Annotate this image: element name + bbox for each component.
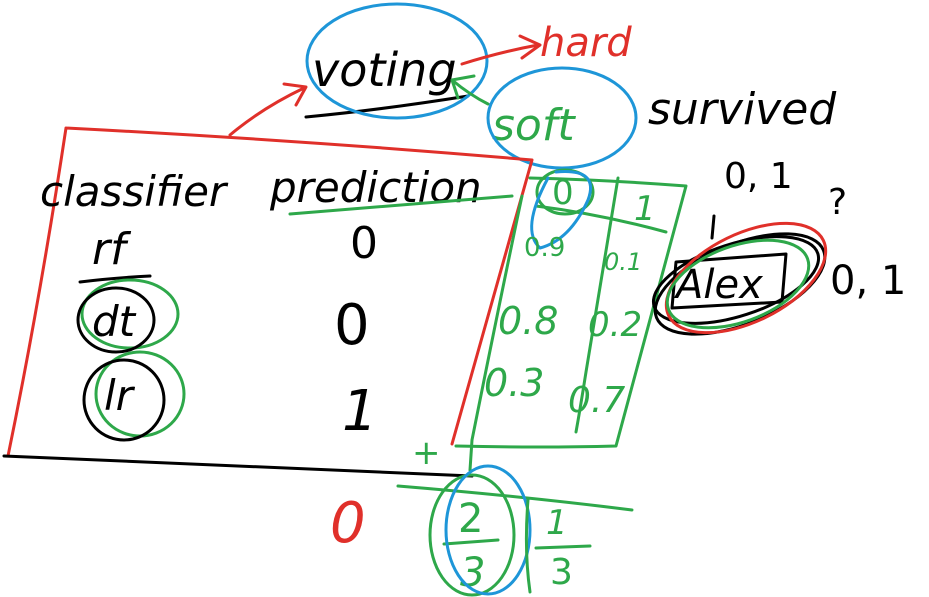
- hard-group: hard: [460, 20, 632, 66]
- proba-row2-col0: 0.8: [498, 299, 558, 343]
- voting-label: voting: [312, 43, 457, 97]
- classifier-lr: lr: [104, 371, 136, 420]
- proba-row1-col1: 0.1: [604, 248, 642, 276]
- table-header-1: 1: [634, 189, 656, 229]
- soft-class1-fraction-line: [534, 544, 592, 550]
- alex-circle-red: [664, 221, 828, 335]
- classifier-dt: dt: [92, 297, 137, 346]
- alex-tick: [710, 214, 716, 240]
- proba-row3-col0: 0.3: [484, 361, 544, 405]
- question-mark: ?: [828, 182, 847, 223]
- table-divider-vertical: [574, 176, 620, 434]
- soft-voting-result: 2 3 1 3: [396, 464, 634, 597]
- header-0-circle-blue: [530, 170, 593, 250]
- table-outline: [454, 176, 688, 449]
- frame-outline: [6, 126, 534, 458]
- table-left-edge: [468, 194, 524, 472]
- soft-class0-fraction-line: [442, 538, 500, 546]
- rf-underline: [78, 274, 152, 284]
- header-0-circle-green: [535, 168, 595, 216]
- survived-values: 0, 1: [724, 156, 793, 197]
- arrow-to-voting: [228, 82, 308, 137]
- arrow-to-soft: [450, 74, 490, 106]
- result-line: [396, 484, 634, 512]
- soft-class0-circle-blue: [444, 464, 532, 596]
- soft-divider: [524, 498, 532, 594]
- proba-row1-col0: 0.9: [524, 233, 565, 263]
- prediction-dt: 0: [334, 293, 370, 358]
- prediction-lr: 1: [342, 379, 378, 444]
- soft-class0-numerator: 2: [458, 496, 483, 542]
- soft-group: soft: [450, 66, 638, 170]
- classifier-header: classifier: [40, 167, 229, 216]
- passenger-group: Alex 0, 1: [651, 214, 906, 336]
- classifier-frame: [2, 126, 534, 478]
- table-header-line: [534, 204, 668, 234]
- frame-bottom-line: [2, 454, 474, 478]
- soft-class1-denominator: 3: [550, 552, 573, 593]
- soft-circle: [486, 66, 638, 170]
- soft-class0-circle-green: [428, 473, 516, 597]
- soft-class1-numerator: 1: [546, 503, 568, 543]
- prediction-values: 0 0 1: [334, 218, 378, 444]
- probability-table: 0 1 0.9 0.1 0.8 0.2 0.3 0.7 +: [412, 168, 688, 473]
- voting-circle: [305, 2, 489, 120]
- voting-group: voting: [228, 2, 489, 137]
- dt-circle-green: [80, 278, 180, 350]
- passenger-outcome: 0, 1: [830, 258, 906, 304]
- voting-underline: [304, 94, 470, 119]
- hard-label: hard: [540, 20, 632, 66]
- alex-box: [670, 252, 788, 310]
- lr-circle-black: [82, 358, 166, 442]
- proba-row3-col1: 0.7: [568, 380, 625, 421]
- prediction-underline: [288, 194, 514, 216]
- soft-label: soft: [492, 100, 576, 151]
- arrow-to-hard: [460, 34, 542, 66]
- plus-sign: +: [412, 433, 441, 473]
- prediction-header: prediction: [269, 163, 482, 212]
- table-header-0: 0: [552, 173, 574, 213]
- hard-result-value: 0: [330, 491, 366, 556]
- prediction-rf: 0: [350, 218, 378, 269]
- hard-voting-result: 0: [330, 491, 366, 556]
- alex-circle-green: [665, 238, 811, 330]
- classifier-rows: rf dt lr: [76, 224, 186, 442]
- classifier-rf: rf: [92, 224, 132, 275]
- survived-label: survived: [648, 84, 837, 135]
- alex-circle-black-2: [651, 235, 821, 325]
- proba-row2-col1: 0.2: [588, 305, 642, 345]
- dt-circle-black: [76, 286, 156, 354]
- survived-group: survived 0, 1 ?: [648, 84, 847, 223]
